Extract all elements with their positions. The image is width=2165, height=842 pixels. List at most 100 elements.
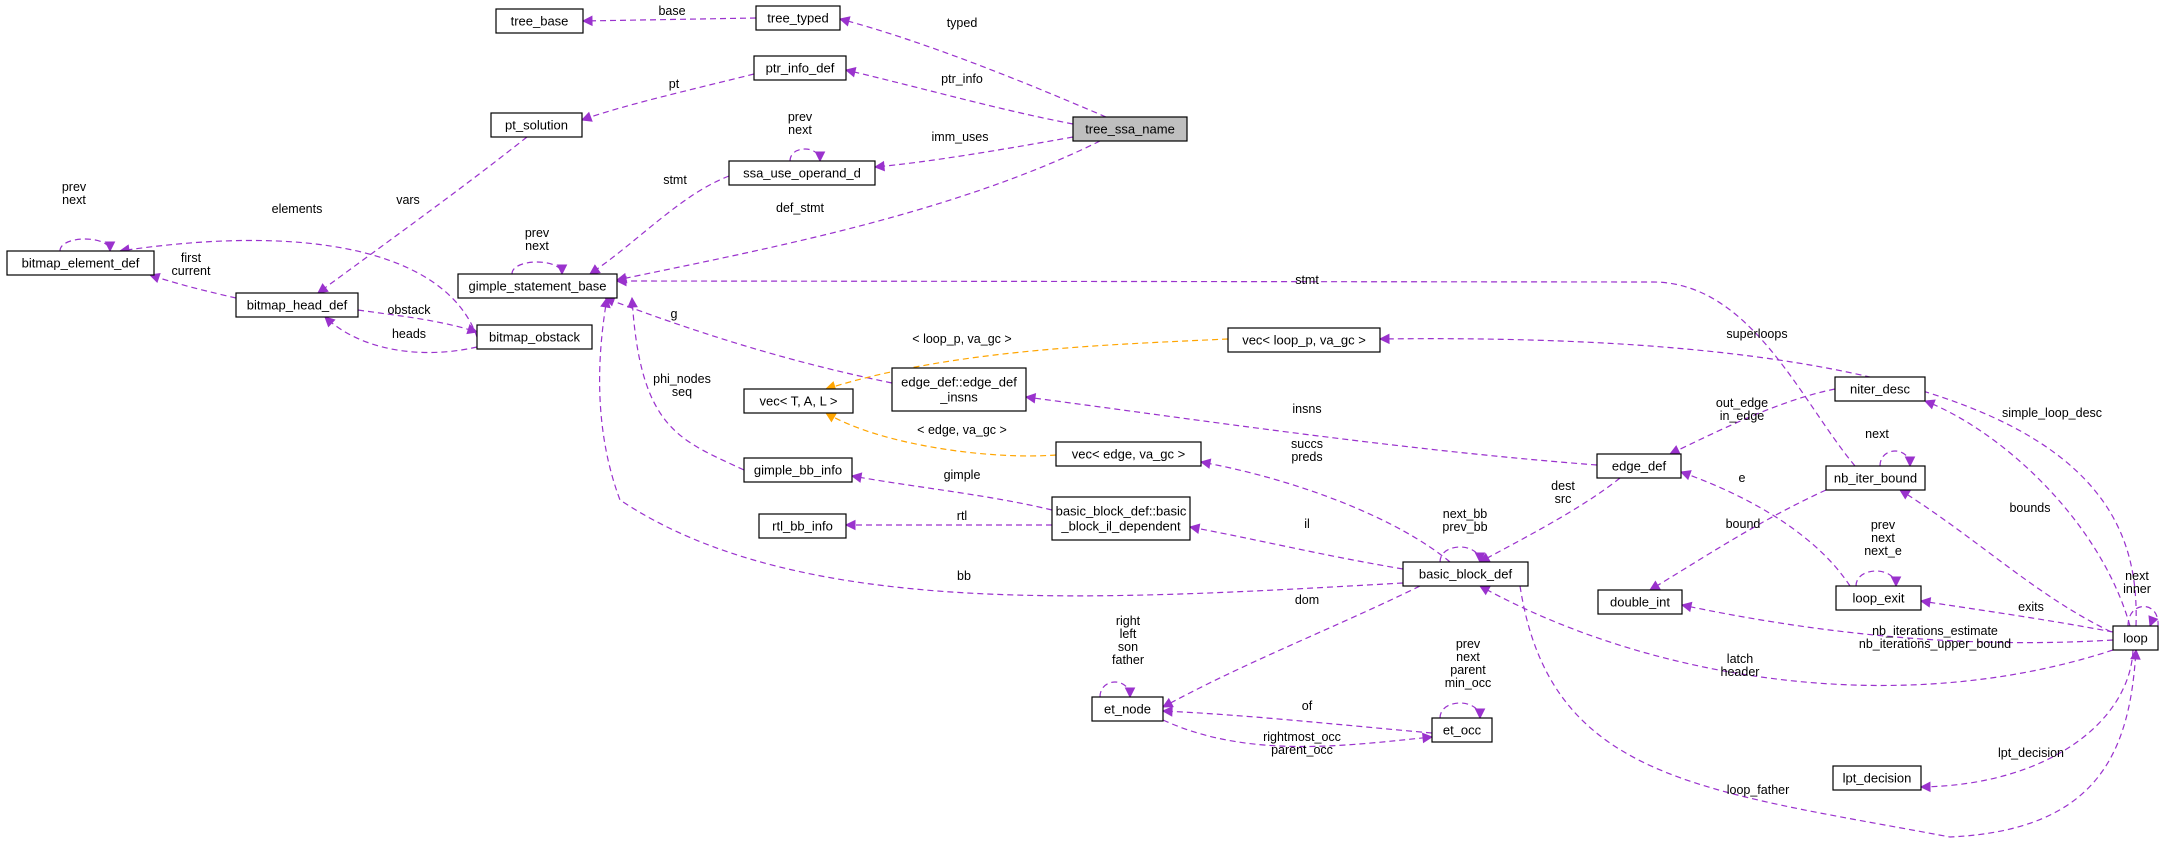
edge-label: vars [396, 193, 420, 207]
edge-tree-typed-to-tree-base: base [581, 4, 757, 27]
edge-arrowhead [589, 264, 601, 275]
edge-loop-to-lpt-decision: lpt_decision [1919, 649, 2134, 793]
edge-label: next [788, 123, 812, 137]
edge-line [1519, 585, 2137, 838]
edge-line [1439, 702, 1481, 719]
edge-arrowhead [1904, 456, 1916, 468]
edge-arrowhead [1024, 392, 1037, 404]
node-niter-desc[interactable]: niter_desc [1834, 376, 1926, 402]
node-loop[interactable]: loop [2112, 625, 2159, 651]
node-loop-exit[interactable]: loop_exit [1835, 585, 1922, 611]
edge-line [845, 69, 1074, 125]
edge-label: prev [1456, 637, 1481, 651]
node-gimple-bb-info[interactable]: gimple_bb_info [743, 457, 853, 483]
node-et-occ[interactable]: et_occ [1431, 717, 1493, 743]
edge-label: of [1302, 699, 1313, 713]
edge-label: < edge, va_gc > [917, 423, 1007, 437]
node-bitmap-head-def[interactable]: bitmap_head_def [235, 292, 359, 318]
node-box [1825, 465, 1926, 491]
edge-arrowhead [317, 283, 329, 294]
edge-line [1855, 570, 1897, 587]
node-label: _insns [939, 390, 978, 405]
node-pt-solution[interactable]: pt_solution [490, 112, 583, 138]
node-lpt-decision[interactable]: lpt_decision [1832, 765, 1922, 791]
node-label: gimple_bb_info [754, 463, 842, 478]
node-tree-typed[interactable]: tree_typed [755, 5, 841, 31]
node-bitmap-obstack[interactable]: bitmap_obstack [476, 324, 593, 350]
edge-arrowhead [1680, 601, 1693, 613]
edge-label: e [1739, 471, 1746, 485]
node-rtl-bb-info[interactable]: rtl_bb_info [758, 513, 847, 539]
edge-line [604, 297, 893, 384]
edge-label: father [1112, 653, 1144, 667]
node-edge-insns[interactable]: edge_def::edge_def_insns [891, 367, 1027, 412]
node-et-node[interactable]: et_node [1091, 696, 1164, 722]
node-ssa-use-operand-d[interactable]: ssa_use_operand_d [728, 160, 876, 186]
edge-line [1439, 546, 1481, 563]
edge-loop-to-loop-exit: exits [1919, 597, 2114, 633]
edge-label: bound [1726, 517, 1761, 531]
edge-label: stmt [1295, 273, 1319, 287]
node-box [743, 457, 853, 483]
edge-label: src [1555, 492, 1572, 506]
edge-label: typed [947, 16, 978, 30]
edge-label: loop_father [1727, 783, 1790, 797]
node-label: bitmap_element_def [22, 256, 140, 271]
node-basic-block-def[interactable]: basic_block_def [1402, 561, 1529, 587]
edge-label: ptr_info [941, 72, 983, 86]
edge-line [582, 17, 757, 22]
node-label: vec< T, A, L > [759, 394, 837, 409]
edge-line [59, 238, 111, 252]
edge-bitmap-obstack-to-bitmap-element-def: elements [118, 202, 478, 338]
edge-label: parent_occ [1271, 743, 1333, 757]
edge-label: prev [525, 226, 550, 240]
node-box [743, 388, 854, 414]
node-label: niter_desc [1850, 382, 1910, 397]
node-double-int[interactable]: double_int [1597, 589, 1683, 615]
edge-label: next_e [1864, 544, 1902, 558]
node-tree-base[interactable]: tree_base [495, 8, 584, 34]
edge-basic-block-def-to-loop: loop_father [1519, 585, 2141, 838]
edge-label: next [525, 239, 549, 253]
edge-label: gimple [944, 468, 981, 482]
edge-line [1162, 585, 1421, 708]
node-gimple-statement-base[interactable]: gimple_statement_base [457, 273, 618, 299]
edge-loop-to-double-int: nb_iterations_estimatenb_iterations_uppe… [1680, 601, 2114, 651]
node-bb-il[interactable]: basic_block_def::basic_block_il_dependen… [1051, 496, 1191, 541]
edge-tree-ssa-name-to-ssa-use-operand-d: imm_uses [873, 130, 1074, 172]
edge-label: g [671, 307, 678, 321]
node-vec-loop[interactable]: vec< loop_p, va_gc > [1227, 327, 1381, 353]
node-edge-def[interactable]: edge_def [1596, 453, 1682, 479]
edge-line [825, 412, 1057, 457]
edge-arrowhead [615, 275, 627, 287]
edge-arrowhead [1919, 781, 1931, 793]
node-vec-tal[interactable]: vec< T, A, L > [743, 388, 854, 414]
node-box [891, 367, 1027, 412]
node-bitmap-element-def[interactable]: bitmap_element_def [6, 250, 155, 276]
node-ptr-info-def[interactable]: ptr_info_def [753, 55, 847, 81]
edge-basic-block-def-to-et-node: dom [1162, 585, 1421, 708]
edge-line [149, 274, 237, 299]
edge-label: next [1871, 531, 1895, 545]
edge-line [581, 73, 755, 121]
edge-label: preds [1291, 450, 1322, 464]
edge-line [825, 338, 1229, 390]
edge-label: prev [62, 180, 87, 194]
edge-label: heads [392, 327, 426, 341]
node-box [755, 5, 841, 31]
edge-edge-def-to-edge-insns: insns [1024, 392, 1598, 466]
edge-nb-iter-bound-to-double-int: bound [1649, 489, 1827, 591]
edge-arrowhead [873, 160, 885, 172]
edge-et-occ-to-et-node: of [1161, 699, 1433, 734]
node-box [758, 513, 847, 539]
edge-arrowhead [581, 15, 593, 27]
node-label: vec< edge, va_gc > [1072, 447, 1185, 462]
edge-label: bounds [2009, 501, 2050, 515]
node-nb-iter-bound[interactable]: nb_iter_bound [1825, 465, 1926, 491]
node-box [1832, 765, 1922, 791]
node-vec-edge[interactable]: vec< edge, va_gc > [1055, 441, 1202, 467]
edge-loop-to-vec-loop: superloops [1378, 327, 2137, 627]
node-tree-ssa-name[interactable]: tree_ssa_name [1072, 116, 1188, 142]
